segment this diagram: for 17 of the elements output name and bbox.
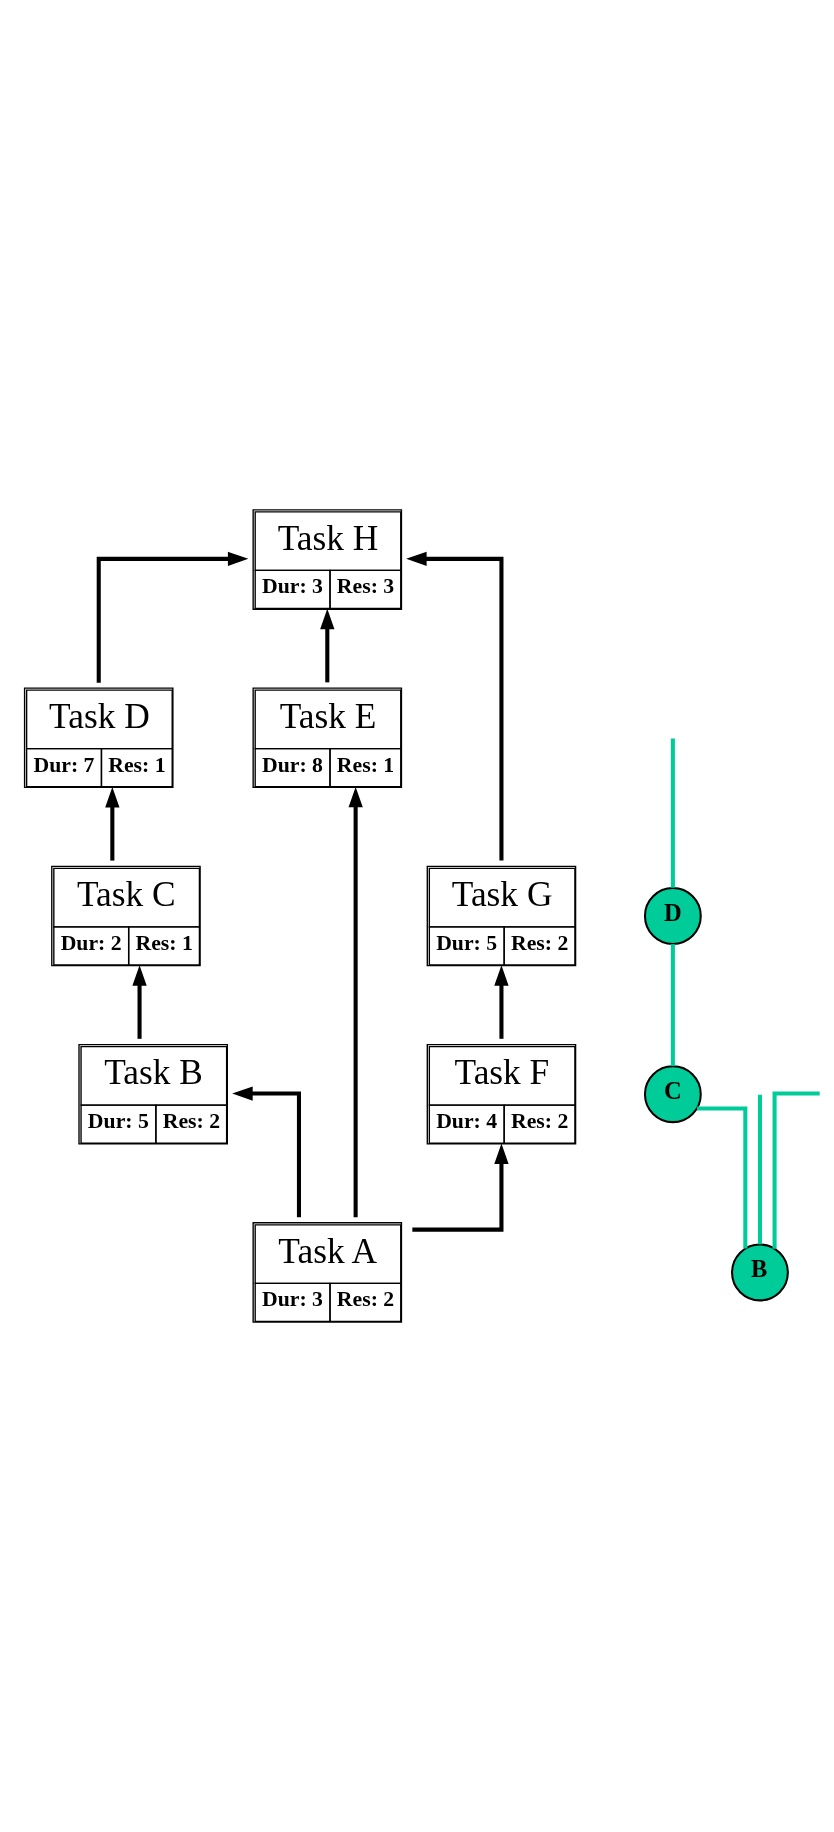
node-circle: C	[643, 1065, 702, 1124]
connector	[697, 1106, 748, 1249]
connector	[772, 1091, 820, 1249]
connector	[757, 1094, 762, 1245]
node-circle: D	[643, 887, 702, 945]
arrow	[494, 965, 509, 1039]
arrow	[406, 551, 504, 861]
connector	[670, 738, 675, 888]
arrow	[96, 551, 249, 683]
node-circle: B	[731, 1243, 789, 1302]
arrow	[348, 786, 363, 1218]
arrow	[412, 1143, 509, 1232]
arrow	[132, 965, 147, 1039]
arrow	[320, 608, 335, 683]
arrow	[232, 1086, 301, 1218]
connector	[670, 944, 675, 1066]
arrow	[105, 787, 120, 861]
